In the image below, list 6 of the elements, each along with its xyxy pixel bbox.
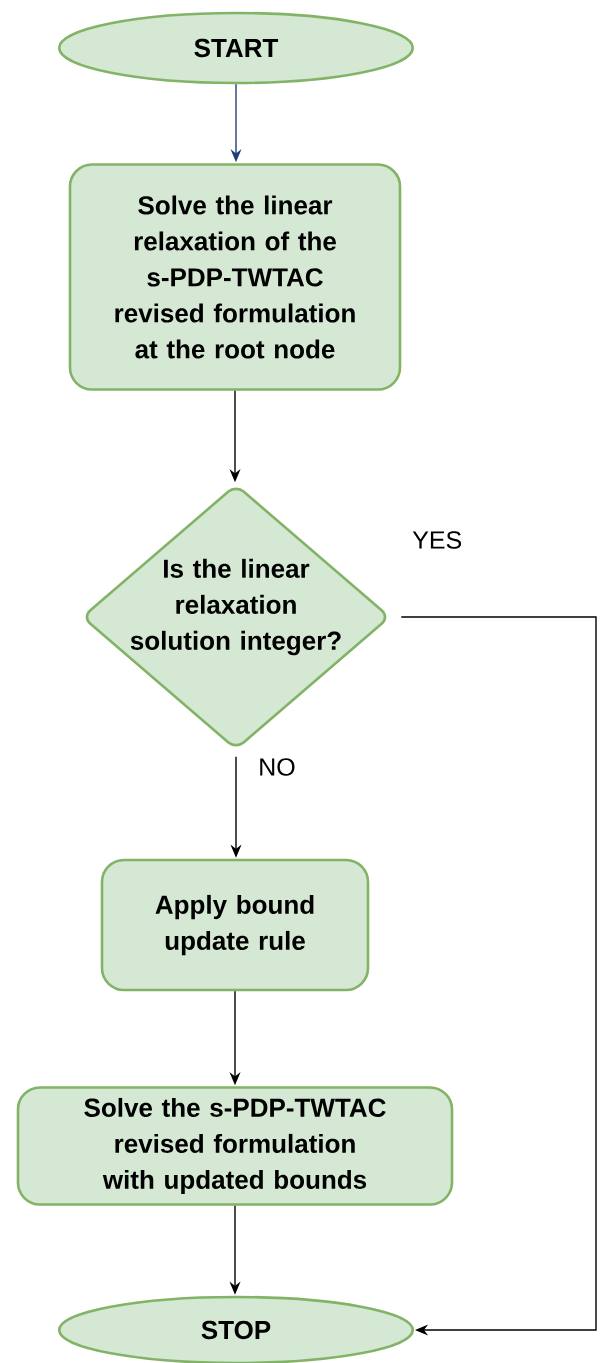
edge-label: YES	[410, 529, 465, 551]
process-box: Solve the linear relaxation of the s-PDP-TWTAC revised formulation at the root node	[68, 163, 402, 391]
arrow	[400, 616, 597, 1336]
process-box: Apply bound update rule	[100, 858, 370, 992]
process-box: Solve the s-PDP-TWTAC revised formulation with updated bounds	[16, 1086, 454, 1206]
edge-label: NO	[256, 756, 298, 778]
